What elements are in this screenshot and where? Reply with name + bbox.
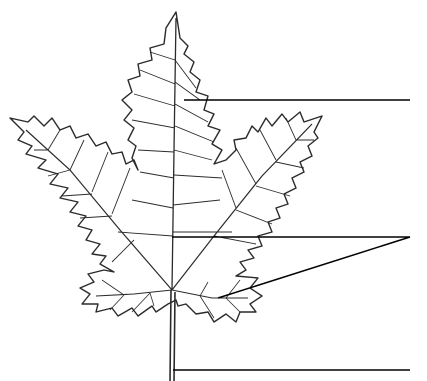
leader-line-vein xyxy=(218,237,410,298)
lateral-vein-left xyxy=(26,130,172,290)
lower-vein-left xyxy=(96,290,172,296)
petiole-stem xyxy=(170,290,175,381)
lower-vein-right xyxy=(172,290,248,298)
leaf-outline xyxy=(10,12,322,322)
secondary-veins-left xyxy=(34,130,134,262)
